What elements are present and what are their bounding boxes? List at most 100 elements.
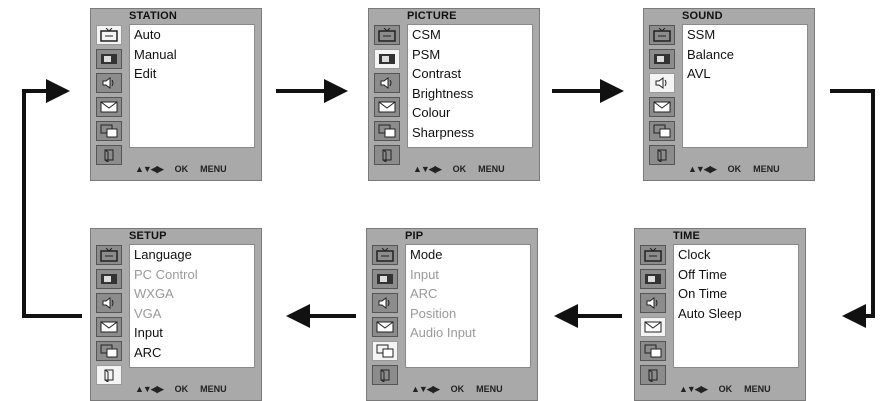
menu-item[interactable]: Contrast	[412, 66, 462, 81]
nav-arrows-icon: ▲▼◀▶	[413, 164, 442, 174]
menu-item[interactable]: Input	[410, 266, 439, 282]
ok-label: OK	[727, 164, 742, 174]
menu-item[interactable]: Language	[134, 247, 192, 262]
menu-item[interactable]: Auto	[134, 27, 161, 42]
tv-station-icon[interactable]	[96, 25, 122, 45]
clock-envelope-icon[interactable]	[374, 97, 400, 117]
ok-label: OK	[718, 384, 733, 394]
menu-item[interactable]: Mode	[410, 247, 443, 262]
pip-icon[interactable]	[372, 341, 398, 361]
icon-column	[94, 25, 124, 169]
panel-title: TIME	[673, 230, 701, 242]
pip-icon[interactable]	[96, 341, 122, 361]
menu-item[interactable]: ARC	[134, 344, 162, 360]
icon-column	[647, 25, 677, 169]
menu-item[interactable]: Input	[134, 325, 163, 340]
menu-item[interactable]: PC Control	[134, 266, 198, 282]
menu-item[interactable]: Balance	[687, 46, 734, 62]
menu-label: MENU	[744, 384, 771, 394]
nav-arrows-icon: ▲▼◀▶	[688, 164, 717, 174]
menu-item[interactable]: SSM	[687, 27, 716, 42]
panel-title: SOUND	[682, 10, 723, 22]
nav-arrows-icon: ▲▼◀▶	[135, 164, 164, 174]
picture-icon[interactable]	[96, 49, 122, 69]
tv-station-icon[interactable]	[374, 25, 400, 45]
menu-item[interactable]: On Time	[678, 286, 728, 301]
tv-station-icon[interactable]	[96, 245, 122, 265]
pip-icon[interactable]	[374, 121, 400, 141]
menu-item[interactable]: PSM	[412, 46, 441, 62]
nav-arrows-icon: ▲▼◀▶	[679, 384, 708, 394]
icon-column	[94, 245, 124, 389]
menu-label: MENU	[200, 164, 227, 174]
tv-station-icon[interactable]	[649, 25, 675, 45]
speaker-icon[interactable]	[372, 293, 398, 313]
tv-station-icon[interactable]	[372, 245, 398, 265]
panel-title: STATION	[129, 10, 178, 22]
panel-title: PIP	[405, 230, 424, 242]
clock-envelope-icon[interactable]	[372, 317, 398, 337]
picture-icon[interactable]	[372, 269, 398, 289]
speaker-icon[interactable]	[96, 73, 122, 93]
menu-item[interactable]: AVL	[687, 66, 711, 81]
icon-column	[372, 25, 402, 169]
picture-icon[interactable]	[640, 269, 666, 289]
menu-item[interactable]: VGA	[134, 305, 162, 321]
nav-arrows-icon: ▲▼◀▶	[135, 384, 164, 394]
menu-item[interactable]: Off Time	[678, 266, 727, 282]
setup-icon[interactable]	[649, 145, 675, 165]
setup-icon[interactable]	[374, 145, 400, 165]
menu-item[interactable]: Edit	[134, 66, 157, 81]
icon-column	[370, 245, 400, 389]
pip-icon[interactable]	[649, 121, 675, 141]
setup-icon[interactable]	[96, 145, 122, 165]
menu-item[interactable]: WXGA	[134, 286, 174, 301]
menu-label: MENU	[753, 164, 780, 174]
menu-item[interactable]: Clock	[678, 247, 711, 262]
pip-icon[interactable]	[96, 121, 122, 141]
menu-label: MENU	[478, 164, 505, 174]
tv-station-icon[interactable]	[640, 245, 666, 265]
panel-footer: ▲▼◀▶ OK MENU	[688, 164, 780, 175]
menu-item[interactable]: Position	[410, 305, 457, 321]
clock-envelope-icon[interactable]	[640, 317, 666, 337]
menu-item[interactable]: Sharpness	[412, 124, 475, 140]
nav-arrows-icon: ▲▼◀▶	[411, 384, 440, 394]
menu-item[interactable]: Auto Sleep	[678, 305, 742, 321]
arrow-sound-to-time	[830, 89, 875, 328]
menu-item[interactable]: ARC	[410, 286, 438, 301]
speaker-icon[interactable]	[374, 73, 400, 93]
menu-item[interactable]: Brightness	[412, 85, 474, 101]
clock-envelope-icon[interactable]	[96, 97, 122, 117]
speaker-icon[interactable]	[649, 73, 675, 93]
setup-icon[interactable]	[640, 365, 666, 385]
picture-icon[interactable]	[374, 49, 400, 69]
menu-item[interactable]: Colour	[412, 105, 451, 120]
arrow-setup-to-station	[22, 79, 82, 318]
clock-envelope-icon[interactable]	[96, 317, 122, 337]
setup-icon[interactable]	[372, 365, 398, 385]
clock-envelope-icon[interactable]	[649, 97, 675, 117]
menu-item[interactable]: Manual	[134, 46, 177, 62]
picture-icon[interactable]	[649, 49, 675, 69]
speaker-icon[interactable]	[96, 293, 122, 313]
pip-icon[interactable]	[640, 341, 666, 361]
menu-item[interactable]: Audio Input	[410, 325, 476, 340]
speaker-icon[interactable]	[640, 293, 666, 313]
setup-icon[interactable]	[96, 365, 122, 385]
menu-item[interactable]: CSM	[412, 27, 441, 42]
picture-icon[interactable]	[96, 269, 122, 289]
